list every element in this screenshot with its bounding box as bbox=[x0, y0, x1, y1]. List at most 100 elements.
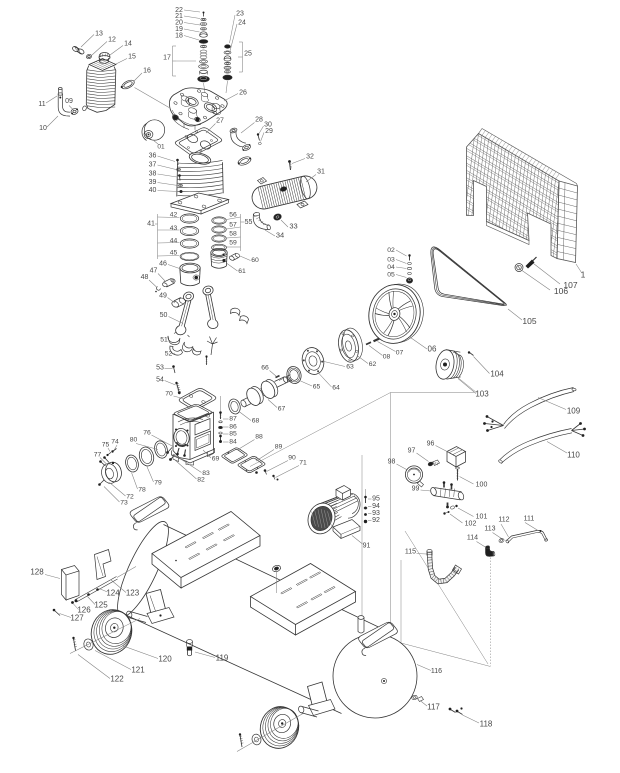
svg-text:06: 06 bbox=[428, 345, 437, 354]
svg-text:68: 68 bbox=[252, 418, 260, 425]
svg-text:97: 97 bbox=[408, 448, 416, 455]
svg-text:49: 49 bbox=[159, 293, 167, 300]
svg-text:52: 52 bbox=[165, 351, 173, 358]
svg-text:44: 44 bbox=[170, 238, 178, 245]
svg-text:113: 113 bbox=[484, 526, 495, 533]
svg-text:71: 71 bbox=[299, 460, 307, 467]
svg-text:31: 31 bbox=[317, 169, 325, 176]
svg-text:55: 55 bbox=[245, 219, 253, 226]
svg-text:116: 116 bbox=[431, 668, 442, 675]
svg-text:106: 106 bbox=[554, 286, 568, 296]
svg-text:91: 91 bbox=[363, 543, 371, 550]
svg-text:73: 73 bbox=[120, 500, 128, 507]
svg-text:64: 64 bbox=[332, 385, 340, 392]
svg-text:120: 120 bbox=[158, 655, 172, 664]
svg-text:48: 48 bbox=[141, 274, 149, 281]
svg-text:78: 78 bbox=[138, 487, 146, 494]
svg-text:03: 03 bbox=[387, 257, 395, 264]
svg-text:89: 89 bbox=[275, 444, 283, 451]
svg-text:103: 103 bbox=[475, 390, 489, 399]
svg-text:123: 123 bbox=[126, 589, 140, 598]
svg-text:23: 23 bbox=[236, 11, 244, 18]
svg-text:07: 07 bbox=[396, 350, 404, 357]
svg-text:45: 45 bbox=[170, 250, 178, 257]
svg-text:82: 82 bbox=[197, 477, 205, 484]
svg-text:119: 119 bbox=[216, 654, 229, 663]
svg-text:79: 79 bbox=[154, 480, 162, 487]
svg-text:11: 11 bbox=[38, 101, 45, 108]
svg-text:76: 76 bbox=[143, 430, 151, 437]
svg-text:127: 127 bbox=[70, 614, 84, 623]
svg-text:29: 29 bbox=[265, 128, 273, 135]
svg-text:43: 43 bbox=[170, 225, 178, 232]
svg-text:24: 24 bbox=[238, 20, 246, 27]
svg-text:65: 65 bbox=[313, 384, 321, 391]
svg-text:115: 115 bbox=[405, 549, 416, 556]
svg-text:101: 101 bbox=[476, 514, 488, 521]
svg-text:87: 87 bbox=[229, 416, 237, 423]
svg-text:09: 09 bbox=[65, 98, 73, 105]
svg-text:85: 85 bbox=[229, 431, 237, 438]
svg-text:100: 100 bbox=[476, 482, 488, 489]
svg-text:122: 122 bbox=[110, 675, 124, 684]
svg-text:10: 10 bbox=[39, 125, 47, 132]
svg-text:69: 69 bbox=[212, 456, 220, 463]
svg-text:63: 63 bbox=[346, 364, 354, 371]
svg-text:112: 112 bbox=[498, 517, 509, 524]
svg-text:70: 70 bbox=[165, 391, 173, 398]
svg-text:26: 26 bbox=[239, 90, 247, 97]
svg-text:51: 51 bbox=[160, 337, 168, 344]
svg-text:33: 33 bbox=[289, 222, 297, 231]
svg-text:61: 61 bbox=[238, 268, 246, 275]
svg-text:74: 74 bbox=[111, 439, 119, 446]
svg-text:58: 58 bbox=[229, 231, 237, 238]
svg-text:62: 62 bbox=[369, 361, 377, 368]
svg-text:41: 41 bbox=[147, 221, 155, 228]
svg-text:117: 117 bbox=[427, 703, 440, 712]
svg-text:1: 1 bbox=[581, 270, 586, 280]
svg-text:124: 124 bbox=[106, 589, 120, 598]
svg-text:93: 93 bbox=[372, 510, 380, 517]
svg-text:57: 57 bbox=[229, 222, 237, 229]
svg-text:18: 18 bbox=[175, 33, 183, 40]
svg-text:34: 34 bbox=[276, 231, 284, 240]
svg-text:13: 13 bbox=[95, 31, 103, 38]
svg-text:104: 104 bbox=[490, 370, 504, 379]
svg-text:39: 39 bbox=[149, 179, 157, 186]
svg-text:27: 27 bbox=[216, 118, 224, 125]
svg-text:47: 47 bbox=[150, 268, 158, 275]
svg-text:105: 105 bbox=[522, 316, 536, 326]
svg-text:17: 17 bbox=[163, 55, 171, 62]
svg-text:88: 88 bbox=[255, 434, 263, 441]
svg-text:25: 25 bbox=[244, 51, 252, 58]
svg-text:128: 128 bbox=[30, 568, 44, 577]
svg-text:38: 38 bbox=[149, 171, 157, 178]
svg-text:08: 08 bbox=[383, 354, 391, 361]
svg-text:28: 28 bbox=[255, 117, 263, 124]
svg-text:02: 02 bbox=[387, 247, 395, 254]
svg-text:67: 67 bbox=[278, 406, 286, 413]
svg-text:32: 32 bbox=[306, 154, 314, 161]
svg-text:95: 95 bbox=[372, 496, 380, 503]
svg-text:46: 46 bbox=[159, 261, 167, 268]
svg-text:14: 14 bbox=[124, 41, 132, 48]
svg-text:102: 102 bbox=[465, 521, 477, 528]
svg-text:98: 98 bbox=[388, 459, 396, 466]
svg-text:05: 05 bbox=[387, 272, 395, 279]
svg-text:59: 59 bbox=[229, 240, 237, 247]
svg-text:36: 36 bbox=[149, 153, 157, 160]
svg-text:80: 80 bbox=[130, 437, 138, 444]
svg-text:84: 84 bbox=[229, 439, 237, 446]
svg-text:90: 90 bbox=[288, 455, 296, 462]
svg-text:01: 01 bbox=[157, 144, 165, 151]
svg-text:99: 99 bbox=[412, 486, 420, 493]
svg-text:16: 16 bbox=[143, 68, 151, 75]
svg-text:42: 42 bbox=[170, 212, 178, 219]
svg-text:12: 12 bbox=[108, 37, 116, 44]
svg-text:111: 111 bbox=[524, 516, 535, 523]
svg-text:15: 15 bbox=[128, 54, 136, 61]
svg-text:92: 92 bbox=[372, 517, 380, 524]
svg-text:96: 96 bbox=[427, 441, 435, 448]
svg-text:114: 114 bbox=[467, 535, 478, 542]
svg-text:53: 53 bbox=[156, 365, 164, 372]
